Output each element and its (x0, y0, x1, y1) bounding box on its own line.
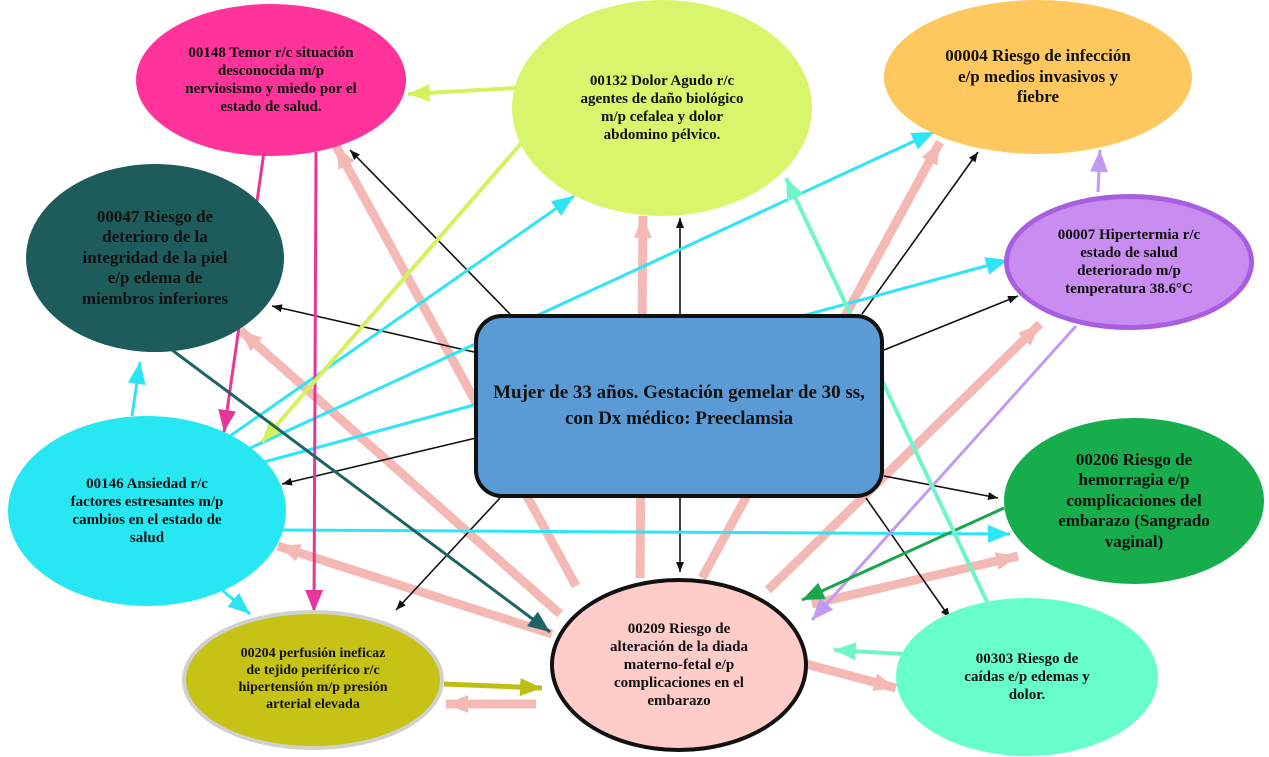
arrow-cyan-20 (245, 130, 935, 452)
node-piel-text: 00047 Riesgo de deterioro de la integrid… (81, 207, 229, 308)
arrow-violet-31 (810, 324, 1078, 622)
arrow-green-32 (801, 506, 1005, 602)
arrow-black-17 (883, 295, 1019, 351)
node-hemorragia: 00206 Riesgo de hemorragia e/p complicac… (1004, 418, 1264, 584)
arrow-salmon-3 (810, 551, 1020, 609)
arrow-teal-29 (171, 348, 551, 634)
arrow-black-15 (865, 497, 951, 619)
node-piel: 00047 Riesgo de deterioro de la integrid… (26, 164, 284, 352)
node-hipertermia-text: 00007 Hipertermia r/c estado de salud de… (1057, 227, 1201, 297)
arrow-lime-28 (260, 138, 526, 444)
arrow-cyan-23 (221, 588, 251, 616)
arrow-cyan-22 (279, 524, 1011, 543)
node-infeccion: 00004 Riesgo de infección e/p medios inv… (884, 0, 1192, 154)
arrow-black-10 (349, 149, 511, 315)
node-caidas: 00303 Riesgo de caídas e/p edemas y dolo… (896, 598, 1158, 756)
arrow-salmon-6 (237, 326, 563, 618)
arrow-black-16 (883, 475, 999, 501)
arrow-black-12 (281, 437, 477, 486)
arrow-black-18 (861, 151, 979, 315)
node-hipertermia: 00007 Hipertermia r/c estado de salud de… (1004, 194, 1254, 330)
node-diada-text: 00209 Riesgo de alteración de la diada m… (610, 621, 748, 709)
node-ansiedad-text: 00146 Ansiedad r/c factores estresantes … (70, 476, 224, 546)
node-hemorragia-text: 00206 Riesgo de hemorragia e/p complicac… (1058, 450, 1210, 551)
arrow-violet-30 (1089, 149, 1108, 193)
node-infeccion-text: 00004 Riesgo de infección e/p medios inv… (945, 46, 1131, 107)
node-dolor-text: 00132 Dolor Agudo r/c agentes de daño bi… (580, 73, 744, 143)
node-ansiedad: 00146 Ansiedad r/c factores estresantes … (8, 416, 286, 606)
arrow-mint-35 (833, 642, 905, 661)
node-diada: 00209 Riesgo de alteración de la diada m… (550, 578, 808, 752)
node-temor: 00148 Temor r/c situación desconocida m/… (136, 4, 406, 156)
arrow-salmon-7 (332, 143, 580, 589)
arrow-mint-34 (784, 177, 990, 605)
center-case-box: Mujer de 33 años. Gestación gemelar de 3… (474, 314, 884, 498)
node-perfusion: 00204 perfusión ineficaz de tejido perif… (182, 610, 444, 750)
arrow-cyan-19 (229, 194, 575, 438)
arrow-lime-27 (407, 83, 517, 102)
node-perfusion-text: 00204 perfusión ineficaz de tejido perif… (238, 646, 388, 712)
arrow-olive-33 (443, 678, 543, 697)
arrow-salmon-4 (804, 659, 898, 693)
arrow-salmon-2 (764, 320, 1044, 594)
arrow-black-11 (271, 304, 475, 353)
arrow-cyan-24 (127, 361, 146, 417)
center-case-text: Mujer de 33 años. Gestación gemelar de 3… (493, 382, 865, 429)
node-dolor: 00132 Dolor Agudo r/c agentes de daño bi… (512, 0, 812, 216)
arrow-black-13 (395, 497, 501, 611)
node-caidas-text: 00303 Riesgo de caídas e/p edemas y dolo… (964, 651, 1090, 703)
node-temor-text: 00148 Temor r/c situación desconocida m/… (185, 45, 357, 115)
